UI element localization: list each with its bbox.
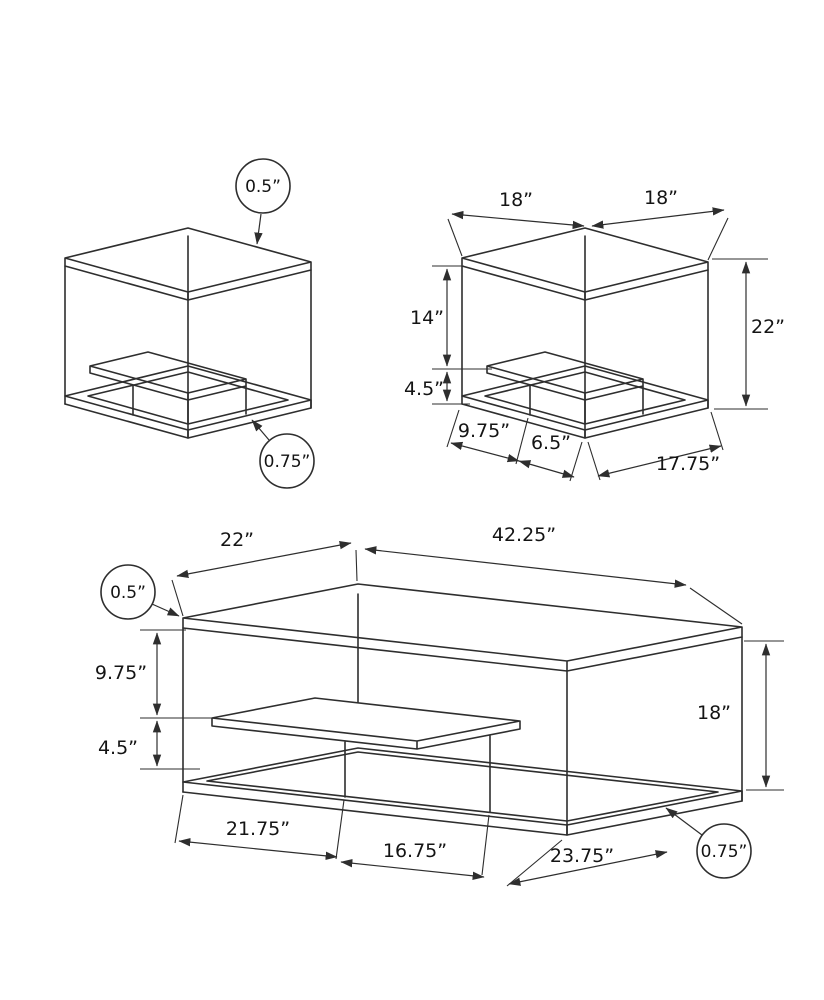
dim-label-overall-height: 22” bbox=[751, 316, 785, 338]
extension-line bbox=[140, 629, 215, 770]
extension-line bbox=[171, 549, 743, 625]
callout-label-top-thickness: 0.5” bbox=[245, 177, 281, 197]
dim-label-base-front-right: 17.75” bbox=[656, 453, 720, 475]
table-legs bbox=[182, 593, 743, 836]
callout-circle-frame-thickness bbox=[696, 823, 752, 879]
dim-label-top-depth: 18” bbox=[644, 187, 678, 209]
dim-line-base-front-right bbox=[597, 444, 722, 478]
dim-label-top-width: 42.25” bbox=[492, 524, 556, 546]
dim-label-shelf-clearance: 9.75” bbox=[95, 662, 147, 684]
dim-line-base-front-left bbox=[178, 837, 338, 861]
end-table-drawing bbox=[461, 227, 709, 439]
coffee-table-view: 22” 42.25” 0.5” 9.75” 4.5” 18” 21.75” 16… bbox=[95, 524, 784, 887]
callout-arrow-frame-thickness bbox=[665, 807, 703, 836]
dim-label-base-front-mid: 6.5” bbox=[531, 432, 571, 454]
dim-label-base-front-left: 9.75” bbox=[458, 420, 510, 442]
callout-arrow-frame-thickness bbox=[251, 419, 270, 441]
dim-line-base-front-mid bbox=[518, 460, 575, 478]
extension-line bbox=[432, 265, 492, 405]
dim-label-base-front-mid: 16.75” bbox=[383, 840, 447, 862]
end-table-dimension-view: 18” 18” 14” 4.5” 22” 9.75” 6.5” 17.75” bbox=[404, 187, 785, 482]
end-table-drawing bbox=[64, 227, 312, 439]
shelf bbox=[211, 697, 521, 813]
callout-circle-top-thickness bbox=[100, 564, 156, 620]
callout-circle-top-thickness bbox=[235, 158, 291, 214]
dim-label-shelf-clearance: 14” bbox=[410, 307, 444, 329]
dim-line-base-front-right bbox=[508, 850, 668, 886]
extension-line bbox=[174, 794, 563, 887]
callout-circle-frame-thickness bbox=[259, 433, 315, 489]
callout-arrow-top-thickness bbox=[254, 213, 263, 245]
dim-label-top-depth: 22” bbox=[220, 529, 254, 551]
end-table-plain-view: 0.5” 0.75” bbox=[64, 158, 315, 489]
extension-line bbox=[712, 258, 768, 410]
callout-label-frame-thickness: 0.75” bbox=[264, 452, 311, 472]
dim-line-top-depth bbox=[176, 540, 352, 579]
dim-line-base-front-left bbox=[450, 441, 520, 463]
dim-label-base-front-left: 21.75” bbox=[226, 818, 290, 840]
extension-line bbox=[744, 640, 784, 791]
dim-line-base-front-mid bbox=[340, 859, 485, 880]
callout-label-top-thickness: 0.5” bbox=[110, 583, 146, 603]
dim-label-base-front-right: 23.75” bbox=[550, 845, 614, 867]
callout-label-frame-thickness: 0.75” bbox=[701, 842, 748, 862]
dim-line-top-depth bbox=[591, 207, 725, 229]
base-frame bbox=[182, 747, 743, 836]
dim-label-shelf-frame-gap: 4.5” bbox=[98, 737, 138, 759]
callout-arrow-top-thickness bbox=[151, 603, 180, 617]
dim-label-shelf-frame-gap: 4.5” bbox=[404, 378, 444, 400]
dim-line-top-width bbox=[451, 210, 585, 230]
table-top bbox=[182, 583, 743, 672]
dim-line-top-width bbox=[364, 546, 687, 588]
extension-line bbox=[447, 217, 729, 261]
dim-label-overall-height: 18” bbox=[697, 702, 731, 724]
dim-label-top-width: 18” bbox=[499, 189, 533, 211]
